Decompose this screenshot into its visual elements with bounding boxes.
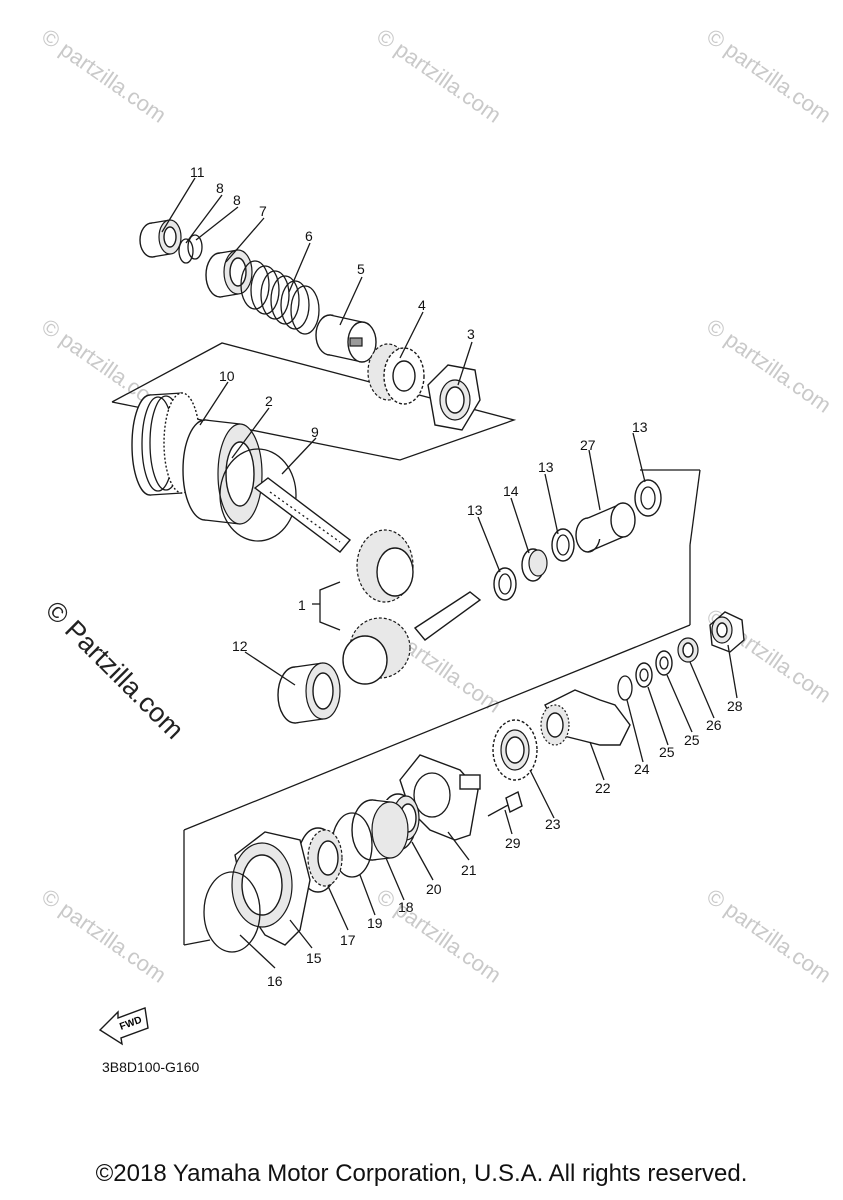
- spring-part-6: [240, 260, 320, 335]
- gear-part-23: [492, 719, 538, 781]
- watermark: © partzilla.com: [702, 24, 836, 128]
- shim-part-13: [634, 479, 662, 517]
- callout-10: 10: [219, 368, 235, 384]
- washer-part-24: [617, 675, 633, 701]
- drive-shaft-part-1: [253, 477, 414, 603]
- ring-part-18: [351, 799, 409, 861]
- housing-part-15: [231, 831, 311, 946]
- parts-diagram: © partzilla.com © partzilla.com © partzi…: [37, 24, 836, 1075]
- yoke-part-22: [540, 689, 631, 746]
- callout-7: 7: [259, 203, 267, 219]
- callout-26: 26: [706, 717, 722, 733]
- callout-18: 18: [398, 899, 414, 915]
- callout-2: 2: [265, 393, 273, 409]
- callout-14: 14: [503, 483, 519, 499]
- circlip-part-8: [178, 234, 203, 264]
- collar-part-27: [575, 502, 636, 553]
- watermark: © partzilla.com: [37, 24, 171, 128]
- washer-part-25: [635, 662, 653, 688]
- watermark: © partzilla.com: [372, 884, 506, 988]
- callout-13: 13: [467, 502, 483, 518]
- assembly-box-upper: [111, 342, 517, 461]
- o-ring-part-9: [219, 448, 297, 542]
- callout-15: 15: [306, 950, 322, 966]
- callout-5: 5: [357, 261, 365, 277]
- shim-part-13: [493, 567, 517, 601]
- nut-part-28: [709, 611, 745, 653]
- diagram-code: 3B8D100-G160: [102, 1059, 200, 1075]
- watermark: © partzilla.com: [37, 884, 171, 988]
- callout-22: 22: [595, 780, 611, 796]
- driven-gear-part-1: [342, 591, 482, 685]
- needle-bearing-part-11: [139, 219, 182, 258]
- washer-part-25: [655, 650, 673, 676]
- bearing-part-2: [182, 419, 263, 525]
- assembly-box-lower: [183, 469, 701, 946]
- collar-part-7: [205, 249, 253, 298]
- spacer-part-26: [677, 637, 699, 663]
- callout-13: 13: [538, 459, 554, 475]
- callout-19: 19: [367, 915, 383, 931]
- callout-20: 20: [426, 881, 442, 897]
- shim-part-13: [551, 528, 575, 562]
- bolt-part-29: [487, 790, 523, 817]
- fwd-arrow-icon: FWD: [98, 1007, 149, 1046]
- callout-16: 16: [267, 973, 283, 989]
- callout-11: 11: [190, 164, 205, 180]
- callout-25: 25: [659, 744, 675, 760]
- watermark-main: © Partzilla.com: [40, 595, 190, 745]
- callout-25: 25: [684, 732, 700, 748]
- watermarks: © partzilla.com © partzilla.com © partzi…: [37, 24, 836, 988]
- callout-17: 17: [340, 932, 356, 948]
- o-ring-part-16: [203, 871, 261, 953]
- callout-23: 23: [545, 816, 561, 832]
- callout-1: 1: [298, 597, 306, 613]
- callout-29: 29: [505, 835, 521, 851]
- callout-6: 6: [305, 228, 313, 244]
- callout-21: 21: [461, 862, 477, 878]
- copyright-notice: ©2018 Yamaha Motor Corporation, U.S.A. A…: [95, 1160, 748, 1187]
- watermark: © partzilla.com: [702, 314, 836, 418]
- dog-clutch-part-5: [315, 314, 377, 363]
- callout-9: 9: [311, 424, 319, 440]
- callout-3: 3: [467, 326, 475, 342]
- washer-part-14: [521, 548, 548, 582]
- callout-8: 8: [233, 192, 241, 208]
- watermark: © partzilla.com: [372, 24, 506, 128]
- gear-part-4: [367, 343, 425, 405]
- callouts: 11 8 8 7 6 5 4 3 10 2 9 13 27 13 14 13 1…: [190, 164, 743, 989]
- bearing-part-12: [277, 662, 341, 724]
- callout-28: 28: [727, 698, 743, 714]
- callout-13: 13: [632, 419, 648, 435]
- callout-12: 12: [232, 638, 248, 654]
- callout-8: 8: [216, 180, 224, 196]
- callout-24: 24: [634, 761, 650, 777]
- callout-27: 27: [580, 437, 596, 453]
- nut-part-3: [427, 364, 481, 431]
- callout-4: 4: [418, 297, 426, 313]
- leader-lines: [161, 177, 738, 969]
- watermark: © partzilla.com: [702, 884, 836, 988]
